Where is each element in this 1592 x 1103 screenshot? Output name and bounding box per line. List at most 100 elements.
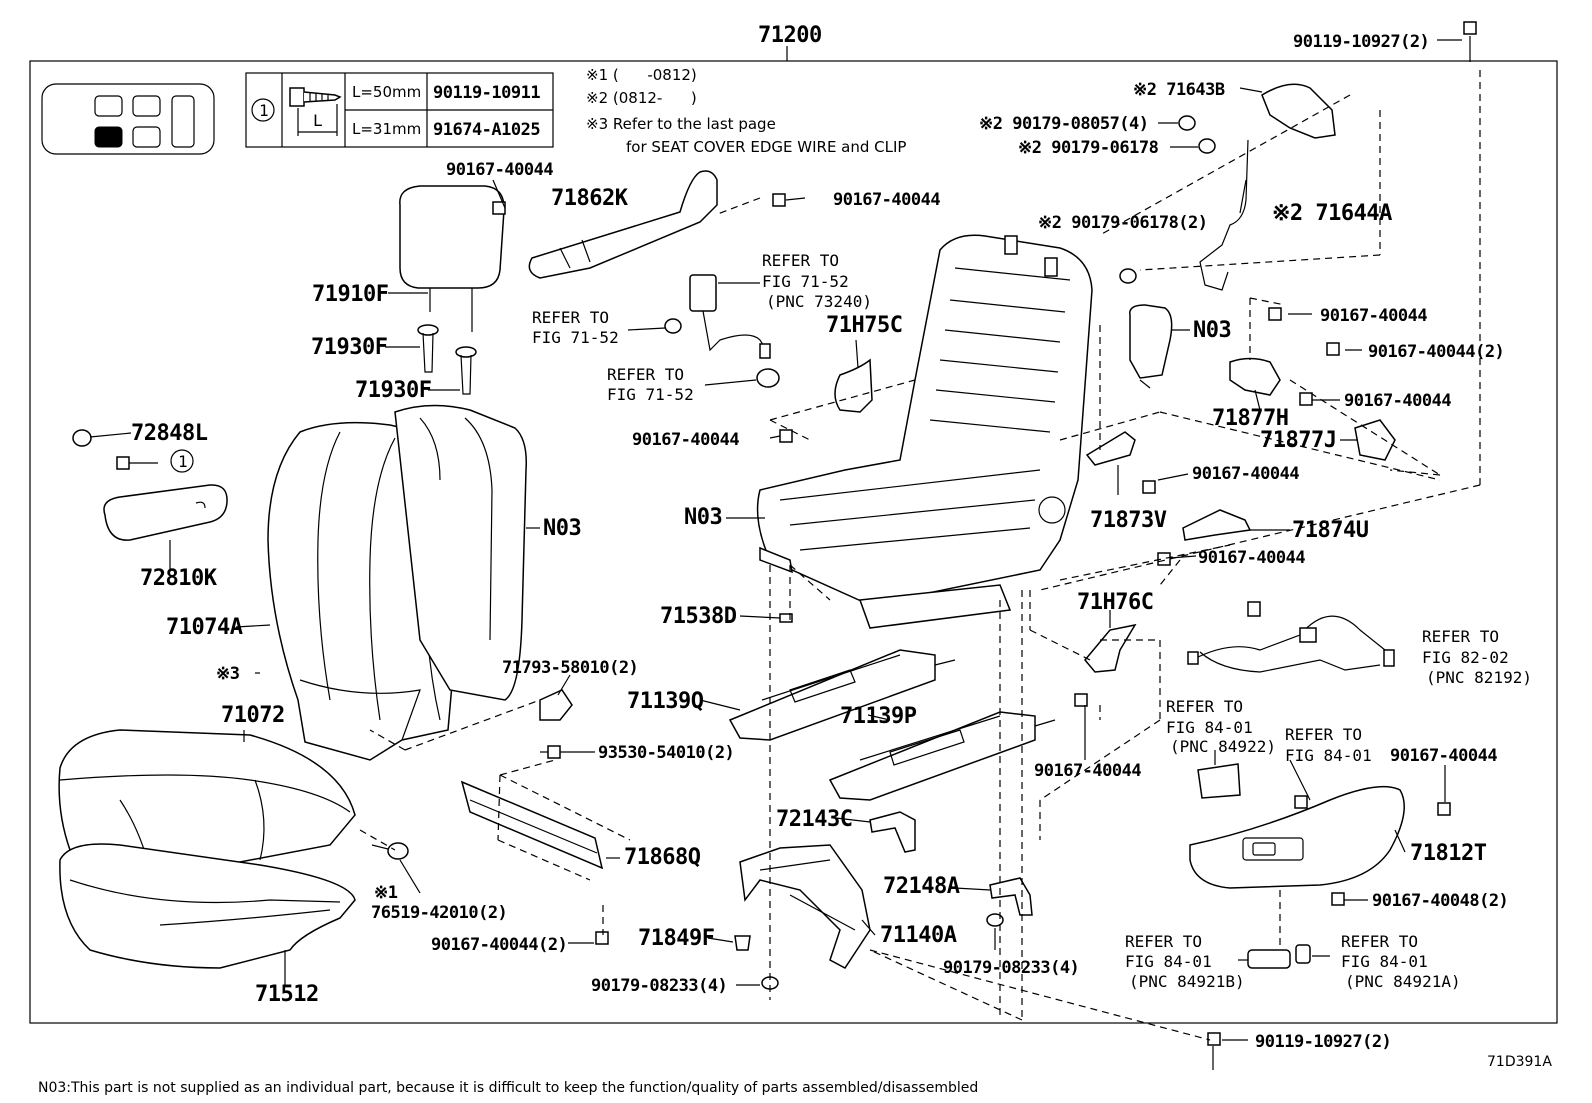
label-71139p: 71139P [840,704,917,729]
label-90167-40044-h: 90167-40044 [1034,761,1141,781]
label-90167-40044-c: 90167-40044 [1320,306,1427,326]
label-90167-40044-a: 90167-40044 [446,160,553,180]
nut-90179-06178-2-drawing [1119,268,1137,284]
label-71793-58010: 71793-58010(2) [502,658,638,678]
seatback-hinge-cover-drawing [528,170,718,279]
seat-cushion-pad-drawing [59,843,356,969]
seatbelt-buckle-drawing [689,274,771,359]
label-71812t: 71812T [1410,841,1487,866]
diagram-frame [29,60,1558,1024]
nut-90179-08233-b-drawing [986,913,1004,927]
ref-g-2: FIG 84-01 [1125,952,1212,971]
label-71538d: 71538D [660,604,737,629]
bolt-icon [289,87,342,136]
label-90167-40048: 90167-40048(2) [1372,891,1508,911]
bolt-icons [492,21,1477,1046]
headrest-drawing [399,185,505,332]
dimension-label: L [313,111,322,130]
ref-d-3: (PNC 82192) [1426,668,1532,687]
label-71644a: ※2 71644A [1272,201,1392,226]
bracket-71643b-drawing [1261,83,1336,139]
trim-71868q-drawing [460,780,604,870]
note-2: ※2 (0812- ) [586,89,697,107]
ref-h-2: FIG 84-01 [1341,952,1428,971]
ref-g-3: (PNC 84921B) [1129,972,1245,991]
bolt-part-1: 90119-10911 [433,83,540,103]
headrest-guide-drawing [417,324,477,395]
leader-lines [89,36,1481,1070]
ref-b-2: FIG 71-52 [532,328,619,347]
bracket-71h75c-drawing [834,358,873,413]
label-90167-40044-2b: 90167-40044(2) [431,935,567,955]
note-3: ※3 Refer to the last page [586,115,776,133]
seat-frame-drawing [756,234,1093,629]
label-90167-40044-f: 90167-40044 [1192,464,1299,484]
label-note3-marker: ※3 [216,664,240,684]
marker-1-ref: 1 [178,452,187,471]
bolt-72848-drawing [116,449,194,473]
label-n03-right: N03 [1193,318,1231,343]
label-71512: 71512 [255,982,319,1007]
label-n03-center: N03 [684,505,722,530]
label-90179-08233-a: 90179-08233(4) [591,976,727,996]
ref-a-3: (PNC 73240) [766,292,872,311]
ref-e-3: (PNC 84922) [1170,737,1276,756]
label-90179-06178: ※2 90179-06178 [1018,138,1159,158]
footnote: N03:This part is not supplied as an indi… [38,1080,978,1096]
label-90179-06178-2: ※2 90179-06178(2) [1038,213,1208,233]
bracket-71h76c-drawing [1084,623,1137,673]
assembly-number: 71200 [758,23,822,48]
label-90167-40044-b: 90167-40044 [833,190,940,210]
nut-90179-08057-drawing [1178,115,1196,131]
seatback-pad-drawing [394,404,528,701]
label-90167-40044-g: 90167-40044 [1198,548,1305,568]
label-90167-40044-2a: 90167-40044(2) [1368,342,1504,362]
label-90167-40044-e: 90167-40044 [632,430,739,450]
label-71877j: 71877J [1260,428,1336,453]
cover-71877h-drawing [1229,357,1281,396]
ref-a-2: FIG 71-52 [762,272,849,291]
buckle-washer-drawing [756,368,780,388]
label-71930f-a: 71930F [311,335,387,360]
side-pad-drawing [1129,304,1173,379]
label-71873v: 71873V [1090,508,1167,533]
label-71877h: 71877H [1212,406,1288,431]
bolt-length-1: L=50mm [352,83,421,101]
marker-circle [251,98,275,122]
bolt-table: 1 L L=50mm 90119-10911 L=31mm 91674-A102… [245,72,554,148]
label-71074a: 71074A [166,615,243,640]
label-n03-left: N03 [543,516,581,541]
ref-e-1: REFER TO [1166,697,1243,716]
ref-f-2: FIG 84-01 [1285,746,1372,765]
armrest-cap-drawing [72,429,92,447]
label-71139q: 71139Q [627,689,704,714]
label-71910f: 71910F [312,282,388,307]
seat-adjuster-drawing [739,844,871,969]
seat-location-icon [41,83,215,155]
label-72848l: 72848L [131,421,208,446]
seat-rail-inner-drawing [728,649,956,741]
label-71140a: 71140A [880,923,957,948]
label-90119-10927-bottom: 90119-10927(2) [1255,1032,1391,1052]
ref-e-2: FIG 84-01 [1166,718,1253,737]
label-90179-08057: ※2 90179-08057(4) [979,114,1149,134]
label-note1-marker: ※1 [374,883,398,903]
ref-c-2: FIG 71-52 [607,385,694,404]
ref-g-1: REFER TO [1125,932,1202,951]
nut-90179-06178-drawing [1198,138,1216,154]
label-71874u: 71874U [1292,518,1369,543]
figure-code: 71D391A [1487,1054,1552,1070]
ref-b-1: REFER TO [532,308,609,327]
label-72148a: 72148A [883,874,960,899]
label-71643b: ※2 71643B [1133,80,1225,100]
bracket-72143c-drawing [869,811,916,853]
seat-cushion-cover-drawing [58,729,356,879]
label-90167-40044-d: 90167-40044 [1344,391,1451,411]
wire-harness-drawing [1187,601,1395,673]
label-71h75c: 71H75C [826,313,902,338]
bolt-marker: 1 [259,101,268,120]
label-71868q: 71868Q [624,845,701,870]
label-71930f-b: 71930F [355,378,431,403]
ref-d-1: REFER TO [1422,627,1499,646]
